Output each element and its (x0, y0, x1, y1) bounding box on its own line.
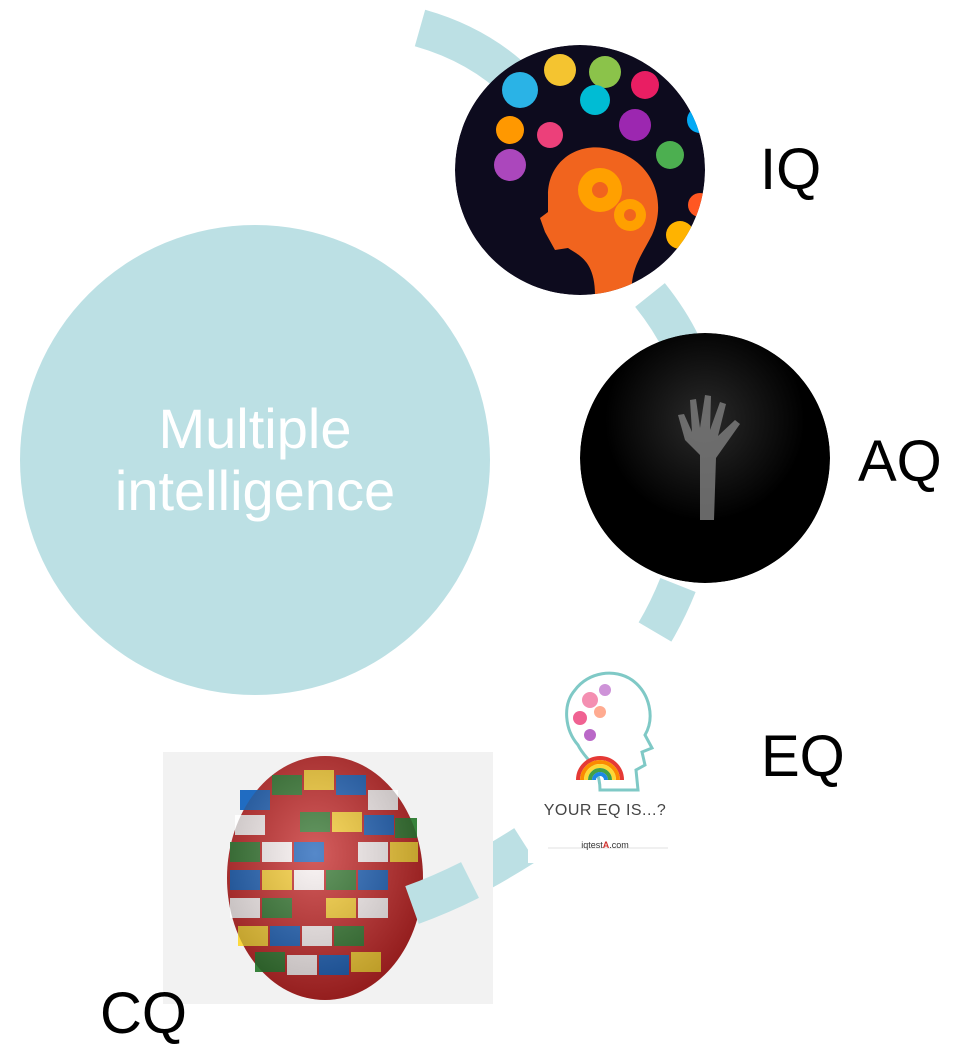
node-label-cq: CQ (100, 981, 187, 1046)
center-circle (20, 225, 490, 695)
arc-segment-aq-eq (638, 577, 696, 642)
iq-image (455, 45, 705, 295)
eq-image (528, 648, 688, 863)
eq-image-caption: YOUR EQ IS...? (543, 802, 667, 819)
node-label-aq: AQ (858, 429, 942, 494)
node-label-eq: EQ (761, 724, 845, 789)
arc-segment-cq-overlap (405, 862, 479, 924)
aq-image (580, 333, 830, 583)
eq-site-suffix: .com (609, 840, 629, 850)
eq-site-accent: A (602, 840, 610, 850)
node-label-iq: IQ (760, 137, 822, 202)
eq-site-prefix: iqtest (581, 840, 603, 850)
eq-image-site: iqtestA.com (530, 840, 680, 850)
cq-image (163, 752, 493, 1004)
center-title: Multiple intelligence (114, 397, 396, 522)
